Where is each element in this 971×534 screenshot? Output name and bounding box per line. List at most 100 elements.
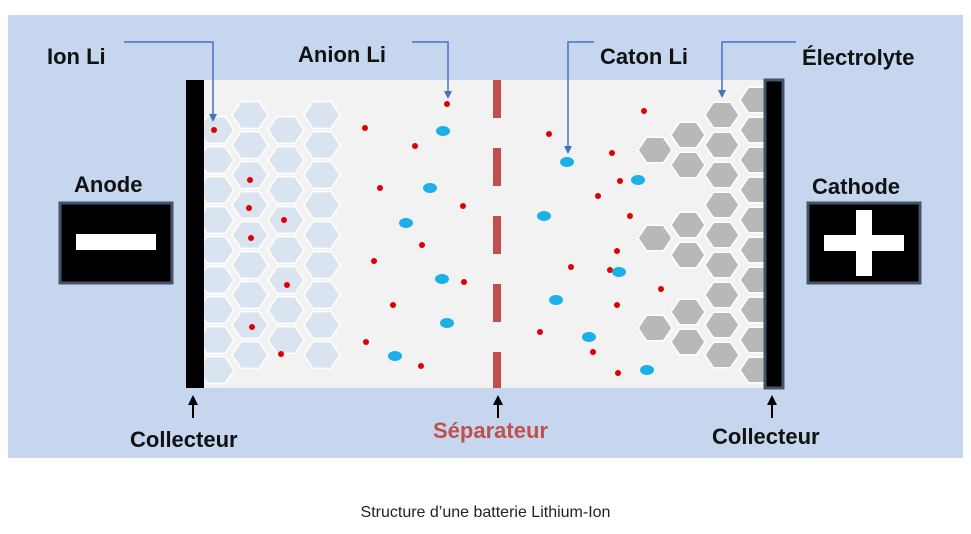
anion-li-dot (560, 157, 574, 167)
hexagon-particle (303, 280, 341, 310)
hexagon-particle (704, 341, 740, 369)
hexagon-particle (670, 328, 706, 356)
ion-li-dot (614, 248, 620, 254)
ion-li-dot (211, 127, 217, 133)
hexagon-particle (231, 280, 269, 310)
hexagon-particle (303, 190, 341, 220)
ion-li-dot (418, 363, 424, 369)
hexagon-particle (267, 145, 305, 175)
hexagon-particle (637, 314, 673, 342)
hexagon-particle (231, 190, 269, 220)
ion-li-dot (284, 282, 290, 288)
hexagon-particle (231, 250, 269, 280)
label-anion-li: Anion Li (298, 42, 386, 67)
ion-li-dot (377, 185, 383, 191)
label-collector-right: Collecteur (712, 424, 820, 449)
ion-li-dot (363, 339, 369, 345)
hexagon-particle (704, 221, 740, 249)
hexagon-particle (670, 151, 706, 179)
ion-li-dot (390, 302, 396, 308)
ion-li-dot (444, 101, 450, 107)
ion-li-dot (419, 242, 425, 248)
anion-li-dot (423, 183, 437, 193)
particles (211, 101, 664, 376)
anion-li-dot (388, 351, 402, 361)
hexagon-particle (303, 340, 341, 370)
anion-li-dot (399, 218, 413, 228)
anion-li-dot (549, 295, 563, 305)
ion-li-dot (617, 178, 623, 184)
hexagon-particle (670, 241, 706, 269)
anion-li-dot (537, 211, 551, 221)
ion-li-dot (248, 235, 254, 241)
ion-li-dot (278, 351, 284, 357)
ion-li-dot (371, 258, 377, 264)
hexagon-particle (231, 130, 269, 160)
ion-li-dot (614, 302, 620, 308)
hexagon-particle (637, 136, 673, 164)
hexagon-particle (231, 160, 269, 190)
anion-li-dot (631, 175, 645, 185)
minus-sign-icon (76, 234, 156, 250)
hexagon-particle (267, 175, 305, 205)
anion-li-dot (440, 318, 454, 328)
ion-li-dot (249, 324, 255, 330)
anion-li-dot (435, 274, 449, 284)
hexagon-particle (303, 100, 341, 130)
hexagon-particle (704, 251, 740, 279)
hexagon-particle (267, 295, 305, 325)
hexagon-particle (267, 115, 305, 145)
hexagon-particle (267, 325, 305, 355)
hexagon-particle (303, 220, 341, 250)
ion-li-dot (609, 150, 615, 156)
hexagon-particle (303, 310, 341, 340)
cathode-terminal-box (806, 201, 922, 285)
hexagon-particle (303, 130, 341, 160)
label-anode: Anode (74, 172, 143, 197)
ion-li-dot (615, 370, 621, 376)
ion-li-dot (246, 205, 252, 211)
hexagon-particle (231, 100, 269, 130)
label-caton-li: Caton Li (600, 44, 688, 69)
ion-li-dot (460, 203, 466, 209)
ion-li-dot (362, 125, 368, 131)
hexagon-particle (704, 131, 740, 159)
ion-li-dot (281, 217, 287, 223)
hexagon-particle (704, 191, 740, 219)
hexagon-particle (670, 121, 706, 149)
ion-li-dot (590, 349, 596, 355)
ion-li-dot (607, 267, 613, 273)
ion-li-dot (537, 329, 543, 335)
ion-li-dot (247, 177, 253, 183)
leader-caton-li (564, 41, 594, 154)
hexagon-particle (231, 220, 269, 250)
left-collector (186, 80, 204, 388)
ion-li-dot (412, 143, 418, 149)
hexagon-particle (704, 101, 740, 129)
hexagon-particle (704, 281, 740, 309)
label-ion-li: Ion Li (47, 44, 106, 69)
hexagon-particle (637, 224, 673, 252)
ion-li-dot (627, 213, 633, 219)
anion-li-dot (612, 267, 626, 277)
anion-li-dot (582, 332, 596, 342)
anion-li-dot (640, 365, 654, 375)
hexagon-particle (670, 211, 706, 239)
ion-li-dot (568, 264, 574, 270)
hexagon-particle (303, 250, 341, 280)
leader-ion-li (124, 41, 217, 122)
hexagon-particle (704, 161, 740, 189)
ion-li-dot (658, 286, 664, 292)
ion-li-dot (641, 108, 647, 114)
anion-li-dot (436, 126, 450, 136)
hexagon-particle (267, 265, 305, 295)
hexagon-particle (231, 340, 269, 370)
figure-caption: Structure d’une batterie Lithium-Ion (360, 504, 611, 521)
leader-anion-li (412, 41, 452, 99)
hexagon-particle (267, 235, 305, 265)
hexagon-particle (670, 298, 706, 326)
label-cathode: Cathode (812, 174, 900, 199)
label-collector-left: Collecteur (130, 427, 238, 452)
leader-electrolyte (718, 41, 796, 98)
